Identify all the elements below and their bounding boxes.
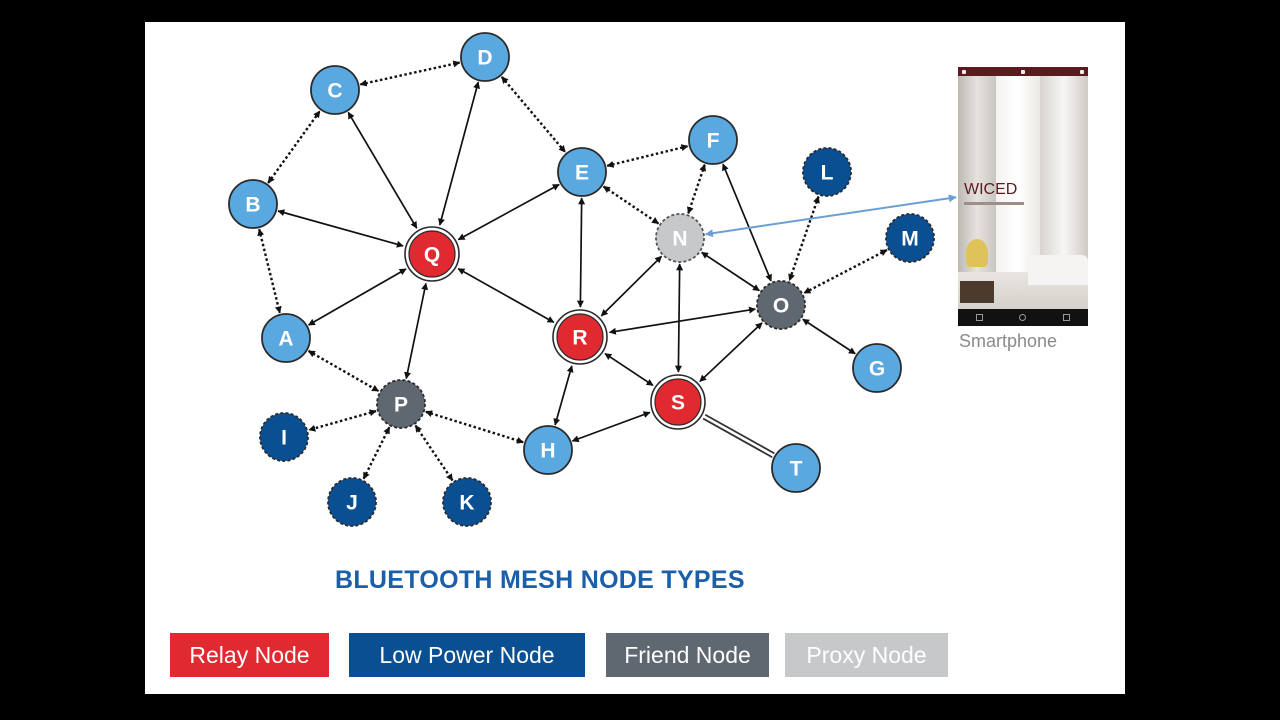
node-label-s: S bbox=[671, 392, 685, 415]
smartphone-screen: WICED bbox=[958, 67, 1088, 326]
edges-layer bbox=[257, 60, 957, 482]
node-a: A bbox=[261, 313, 311, 363]
edge-m-o bbox=[803, 248, 888, 295]
node-label-t: T bbox=[790, 458, 803, 481]
node-q: Q bbox=[404, 226, 460, 282]
node-label-d: D bbox=[477, 47, 492, 70]
node-m: M bbox=[885, 213, 935, 263]
edge-p-j bbox=[362, 426, 391, 480]
node-label-l: L bbox=[821, 162, 834, 185]
edge-e-q bbox=[457, 183, 560, 241]
node-d: D bbox=[460, 32, 510, 82]
edge-c-q bbox=[347, 111, 418, 229]
slide: A B C D E F G H I J K L M N O P Q R S T WICED Smartphone BL… bbox=[145, 22, 1125, 694]
edge-e-r bbox=[576, 197, 586, 308]
edge-r-s bbox=[604, 352, 654, 387]
edge-n-phone bbox=[704, 194, 957, 238]
edge-n-s bbox=[674, 263, 684, 373]
legend-friend-node: Friend Node bbox=[606, 633, 769, 677]
edge-s-t-line-2 bbox=[704, 413, 775, 455]
edge-o-r bbox=[608, 306, 757, 335]
edge-a-q bbox=[307, 268, 407, 326]
edge-d-e bbox=[500, 76, 567, 153]
node-g: G bbox=[852, 343, 902, 393]
node-o: O bbox=[756, 280, 806, 330]
legend-relay-node: Relay Node bbox=[170, 633, 329, 677]
edge-s-t-line-1 bbox=[702, 417, 773, 459]
edge-p-q bbox=[404, 282, 429, 380]
node-l: L bbox=[802, 147, 852, 197]
smartphone-label: Smartphone bbox=[959, 331, 1058, 351]
node-label-f: F bbox=[707, 130, 720, 153]
node-label-e: E bbox=[575, 162, 589, 185]
node-j: J bbox=[327, 477, 377, 527]
legend-proxy-node: Proxy Node bbox=[785, 633, 948, 677]
diagram-title: BLUETOOTH MESH NODE TYPES bbox=[335, 566, 745, 594]
edge-n-o bbox=[701, 251, 760, 292]
node-label-j: J bbox=[346, 492, 358, 515]
node-label-c: C bbox=[327, 80, 342, 103]
node-s: S bbox=[650, 374, 706, 430]
phone-app-subtitle bbox=[964, 202, 1024, 205]
edge-e-f bbox=[606, 144, 689, 168]
node-i: I bbox=[259, 412, 309, 462]
node-label-o: O bbox=[773, 295, 789, 318]
node-k: K bbox=[442, 477, 492, 527]
node-label-g: G bbox=[869, 358, 885, 381]
edge-p-i bbox=[308, 409, 377, 432]
edge-c-d bbox=[359, 60, 461, 87]
edge-p-k bbox=[414, 424, 454, 482]
edge-p-h bbox=[425, 410, 524, 444]
edge-f-n bbox=[686, 163, 707, 215]
node-t: T bbox=[771, 443, 821, 493]
node-f: F bbox=[688, 115, 738, 165]
legend-low-power-node: Low Power Node bbox=[349, 633, 585, 677]
node-p: P bbox=[376, 379, 426, 429]
edge-s-h bbox=[571, 411, 651, 443]
node-b: B bbox=[228, 179, 278, 229]
phone-app-title: WICED bbox=[964, 181, 1018, 198]
node-label-i: I bbox=[281, 427, 287, 450]
node-label-q: Q bbox=[424, 244, 440, 267]
edge-r-h bbox=[553, 365, 574, 426]
edge-l-o bbox=[788, 195, 820, 282]
edge-a-p bbox=[307, 349, 380, 393]
node-c: C bbox=[310, 65, 360, 115]
edge-o-s bbox=[699, 322, 763, 383]
edge-d-q bbox=[438, 81, 480, 226]
node-label-p: P bbox=[394, 394, 408, 417]
phone-status-bar bbox=[958, 67, 1088, 76]
node-r: R bbox=[552, 309, 608, 365]
edge-e-n bbox=[602, 185, 660, 225]
edge-b-q bbox=[277, 209, 404, 248]
edge-o-g bbox=[802, 318, 856, 355]
phone-nav-bar bbox=[958, 309, 1088, 326]
node-label-b: B bbox=[245, 194, 260, 217]
node-label-h: H bbox=[540, 440, 555, 463]
node-label-m: M bbox=[901, 228, 919, 251]
edge-n-r bbox=[600, 255, 663, 317]
edge-b-a bbox=[257, 228, 282, 314]
node-n: N bbox=[655, 213, 705, 263]
node-e: E bbox=[557, 147, 607, 197]
edge-b-c bbox=[267, 110, 321, 184]
node-label-n: N bbox=[672, 228, 687, 251]
edge-r-q bbox=[457, 267, 555, 324]
edge-f-o bbox=[722, 163, 772, 282]
node-label-k: K bbox=[459, 492, 474, 515]
node-label-r: R bbox=[572, 327, 587, 350]
mesh-diagram: A B C D E F G H I J K L M N O P Q R S T bbox=[228, 32, 957, 527]
nodes-layer: A B C D E F G H I J K L M N O P Q R S T bbox=[228, 32, 935, 527]
node-h: H bbox=[523, 425, 573, 475]
node-label-a: A bbox=[278, 328, 293, 351]
